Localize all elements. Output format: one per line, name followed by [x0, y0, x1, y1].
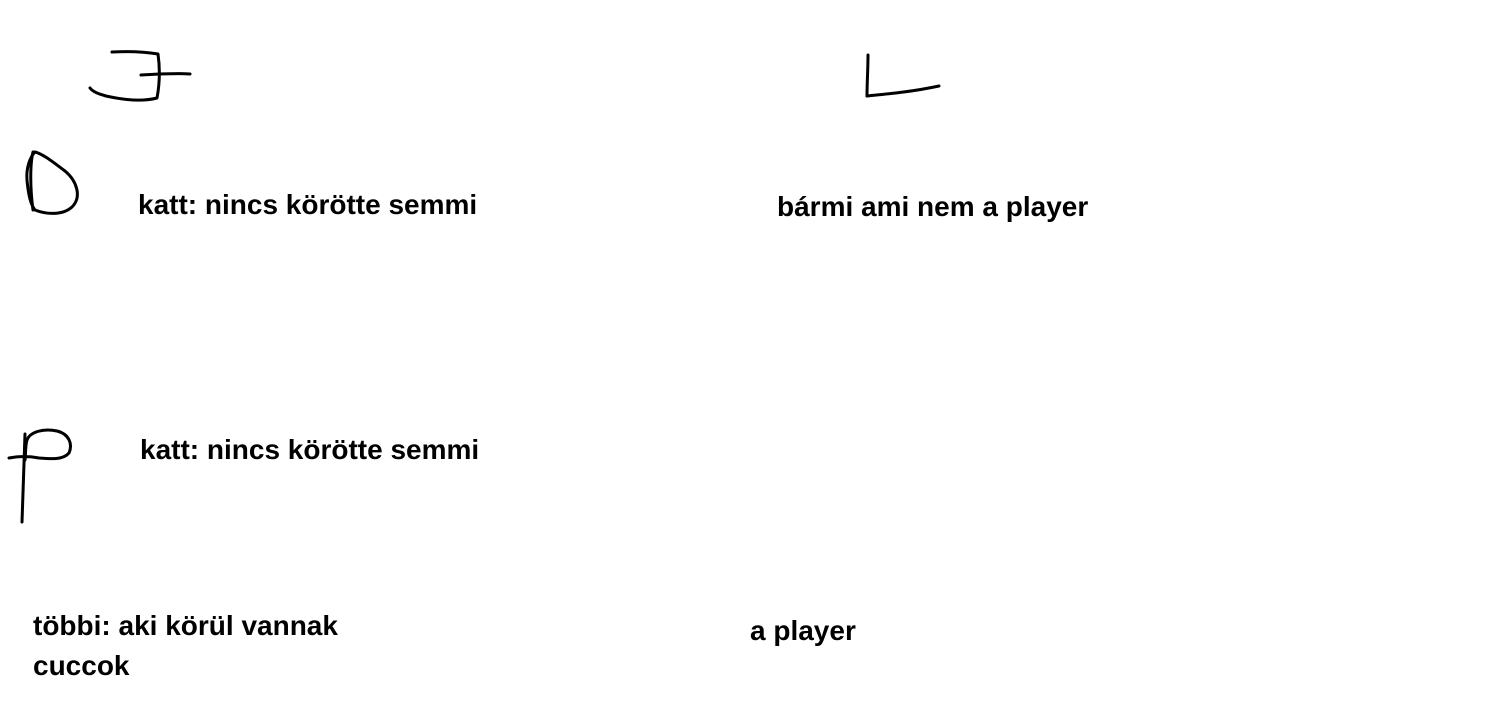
player-note-text: a player	[750, 615, 856, 646]
p-note-text: katt: nincs körötte semmi	[140, 434, 480, 465]
letter-d-sketch-icon	[25, 150, 79, 215]
tobbi-note-line1: többi: aki körül vannak	[33, 610, 338, 641]
letter-j-sketch-icon	[88, 50, 192, 102]
tobbi-note-line2: cuccok	[33, 650, 130, 681]
l-note-text: bármi ami nem a player	[777, 191, 1089, 222]
letter-p-sketch-icon	[7, 428, 72, 524]
letter-l-sketch-icon	[865, 53, 941, 98]
d-note-text: katt: nincs körötte semmi	[138, 189, 478, 220]
tobbi-note: többi: aki körül vannak cuccok	[33, 606, 393, 686]
